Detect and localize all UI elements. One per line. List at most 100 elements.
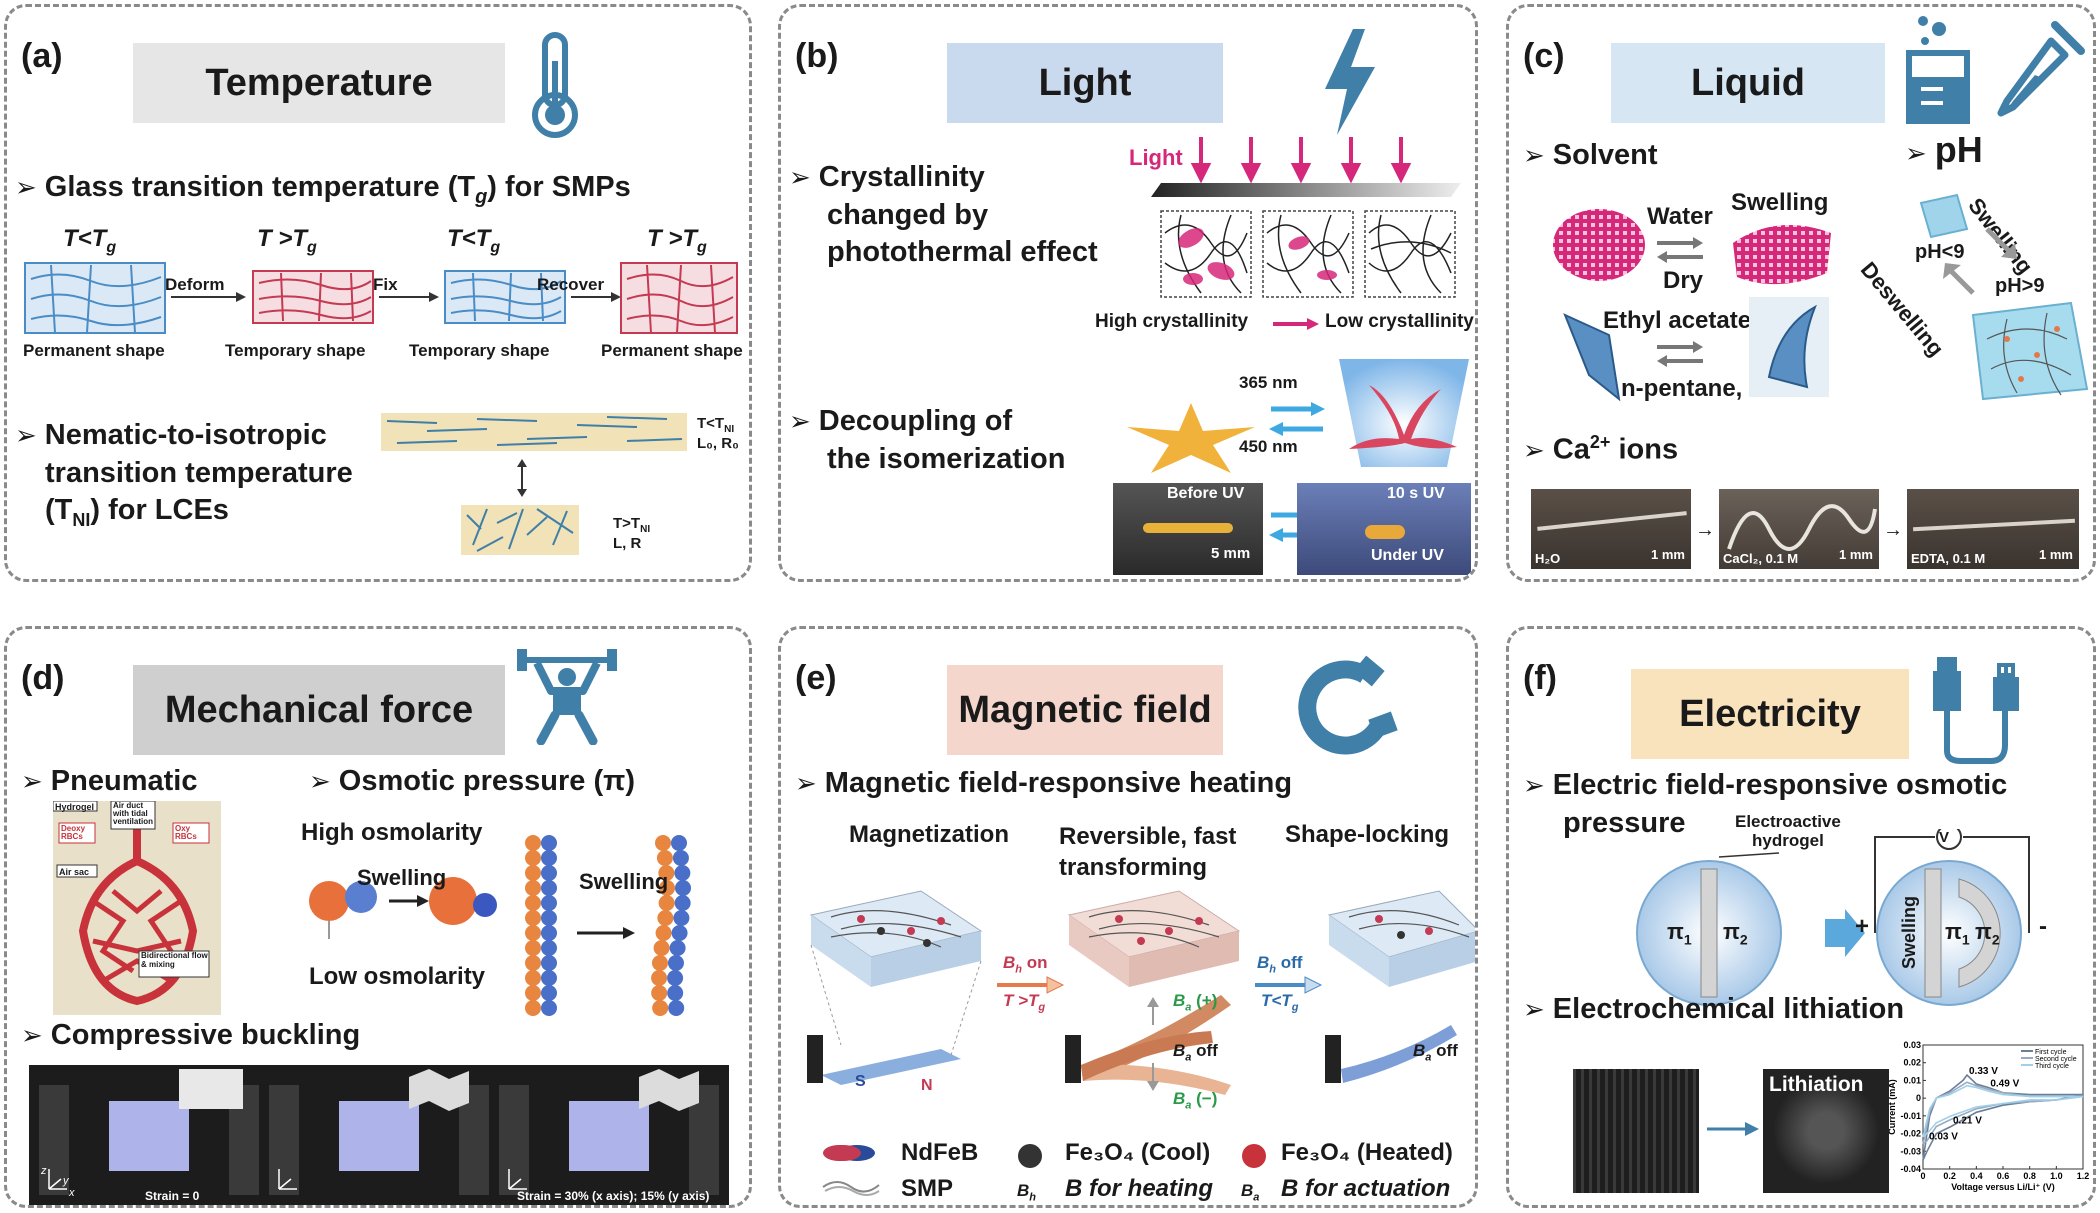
- bilayer-bead: [525, 1000, 541, 1016]
- pole-n: N: [921, 1077, 933, 1094]
- magnetic-actuation-diagram: [807, 890, 1475, 1095]
- buckling-photo-strip: [29, 1065, 729, 1205]
- photo-edta: [1907, 489, 2079, 569]
- swelling-vertical-label: Swelling: [1899, 895, 1919, 969]
- bilayer-bead: [541, 1000, 557, 1016]
- bilayer-bead: [525, 865, 541, 881]
- strain-applied-label: Strain = 30% (x axis); 15% (y axis): [517, 1189, 710, 1203]
- switch-arrows: [1269, 402, 1325, 436]
- bilayer-bead: [668, 1000, 685, 1016]
- coiled-fiber: [1727, 504, 1877, 551]
- y-tick-label: -0.01: [1900, 1111, 1921, 1121]
- lattice-swollen: [1733, 225, 1831, 285]
- bilayer-bead: [525, 910, 541, 926]
- arrow-label-fix: Fix: [373, 275, 398, 294]
- fe3o4-heated-icon: [1242, 1144, 1266, 1168]
- swelling-label: Swelling: [1731, 189, 1829, 216]
- arrow-label-deform: Deform: [165, 275, 225, 294]
- panel-liquid: (c) Liquid ➢Solvent Water Dry Swelling E…: [1506, 4, 2096, 582]
- deswelling-arrow: [1943, 263, 1975, 295]
- dry-label: Dry: [1663, 267, 1704, 294]
- bilayer-bead: [669, 940, 686, 956]
- bilayer-columns: [525, 835, 691, 1016]
- swelling-arrow: [1985, 227, 2017, 259]
- ethyl-acetate-label: Ethyl acetate: [1603, 307, 1752, 334]
- lung-network: [52, 800, 210, 1006]
- bilayer-bead: [541, 925, 557, 941]
- lung-label-hydrogel: Hydrogel: [55, 802, 95, 812]
- strip-sample: [1143, 523, 1233, 533]
- bullet-lithiation: ➢Electrochemical lithiation: [1523, 993, 1905, 1025]
- bilayer-bead: [541, 850, 557, 866]
- bullet-glass-transition: ➢Glass transition temperature (Tg) for S…: [15, 171, 631, 208]
- arrow-label-recover: Recover: [537, 275, 605, 294]
- bullet-nematic-isotropic: ➢Nematic-to-isotropic transition tempera…: [15, 419, 353, 531]
- temp-label: T >Tg: [647, 225, 707, 256]
- y-tick-label: -0.02: [1900, 1129, 1921, 1139]
- temp-label: T<Tg: [447, 225, 501, 256]
- lung-label-oxy: Oxy RBCs: [175, 824, 197, 841]
- panel-letter: (d): [21, 659, 65, 697]
- fiber: [1537, 511, 1687, 531]
- legend-label: Third cycle: [2035, 1063, 2069, 1070]
- x-tick-label: 1.0: [2050, 1171, 2063, 1181]
- series-line-0: [1922, 1073, 2084, 1161]
- photo-h2o: [1531, 489, 1691, 569]
- pi2-label: π2: [1723, 919, 1748, 948]
- water-label: Water: [1647, 203, 1713, 230]
- shape-label: Temporary shape: [225, 341, 366, 360]
- bullet-magnetic-heating: ➢Magnetic field-responsive heating: [795, 767, 1293, 799]
- bilayer-bead: [651, 970, 668, 986]
- x-tick-label: 0.8: [2023, 1171, 2036, 1181]
- legend-smp: SMP: [901, 1175, 954, 1202]
- legend-label: First cycle: [2035, 1049, 2067, 1056]
- peak-annotation: 0.33 V: [1969, 1066, 1998, 1077]
- temp-label: T<Tg: [63, 225, 117, 256]
- temp-label: T >Tg: [257, 225, 317, 256]
- bullet-buckling: ➢Compressive buckling: [21, 1019, 361, 1051]
- hydrogel-cube-large: [1971, 301, 2089, 401]
- pi2-label-right: π2: [1975, 919, 2000, 948]
- panel-title: Mechanical force: [133, 665, 505, 755]
- bilayer-bead: [541, 910, 557, 926]
- ndfeb-icon: [823, 1145, 875, 1161]
- bilayer-bead: [671, 835, 687, 851]
- col-magnetization: Magnetization: [849, 821, 1009, 848]
- osmotic-swelling-label: Swelling: [357, 865, 447, 890]
- lithiation-label: Lithiation: [1769, 1073, 1864, 1096]
- ba-minus-label: Ba (−): [1173, 1089, 1218, 1112]
- film-curled: [1749, 297, 1829, 397]
- y-tick-label: 0.03: [1903, 1040, 1921, 1050]
- pole-s: S: [855, 1073, 866, 1090]
- bilayer-bead: [525, 970, 541, 986]
- panel-title: Electricity: [1631, 669, 1909, 759]
- ph-lt-label: pH<9: [1915, 241, 1965, 263]
- bilayer-bead: [541, 940, 557, 956]
- axis-z: z: [41, 1165, 47, 1177]
- bilayer-bead: [656, 850, 673, 866]
- panel-title: Temperature: [133, 43, 505, 123]
- hydrogel-cube-small: [1919, 193, 1969, 239]
- panel-letter: (a): [21, 37, 63, 75]
- bilayer-bead: [651, 955, 668, 971]
- shape-label: Permanent shape: [23, 341, 165, 360]
- sem-after: [1763, 1069, 1889, 1193]
- shape-label: Temporary shape: [409, 341, 550, 360]
- lce-fiber-diagram: [381, 413, 687, 555]
- bullet-solvent: ➢Solvent: [1523, 139, 1658, 171]
- panel-temperature: (a) Temperature ➢Glass transition temper…: [4, 4, 752, 582]
- ba-off-label: Ba off: [1173, 1041, 1218, 1064]
- light-label: Light: [1129, 145, 1183, 170]
- bilayer-bead: [658, 865, 675, 881]
- lithiation-arrow: [1707, 1122, 1759, 1136]
- x-tick-label: 0.6: [1997, 1171, 2010, 1181]
- bilayer-bead: [525, 835, 541, 851]
- axis-x: x: [69, 1187, 75, 1199]
- legend-ndfeb: NdFeB: [901, 1139, 979, 1166]
- film-flat: [1563, 313, 1621, 402]
- bilayer-bead: [674, 880, 691, 896]
- x-tick-label: 0.2: [1943, 1171, 1956, 1181]
- usb-cable-icon: [1933, 657, 2019, 764]
- lung-label-air-duct: Air duct with tidal ventilation: [113, 801, 154, 826]
